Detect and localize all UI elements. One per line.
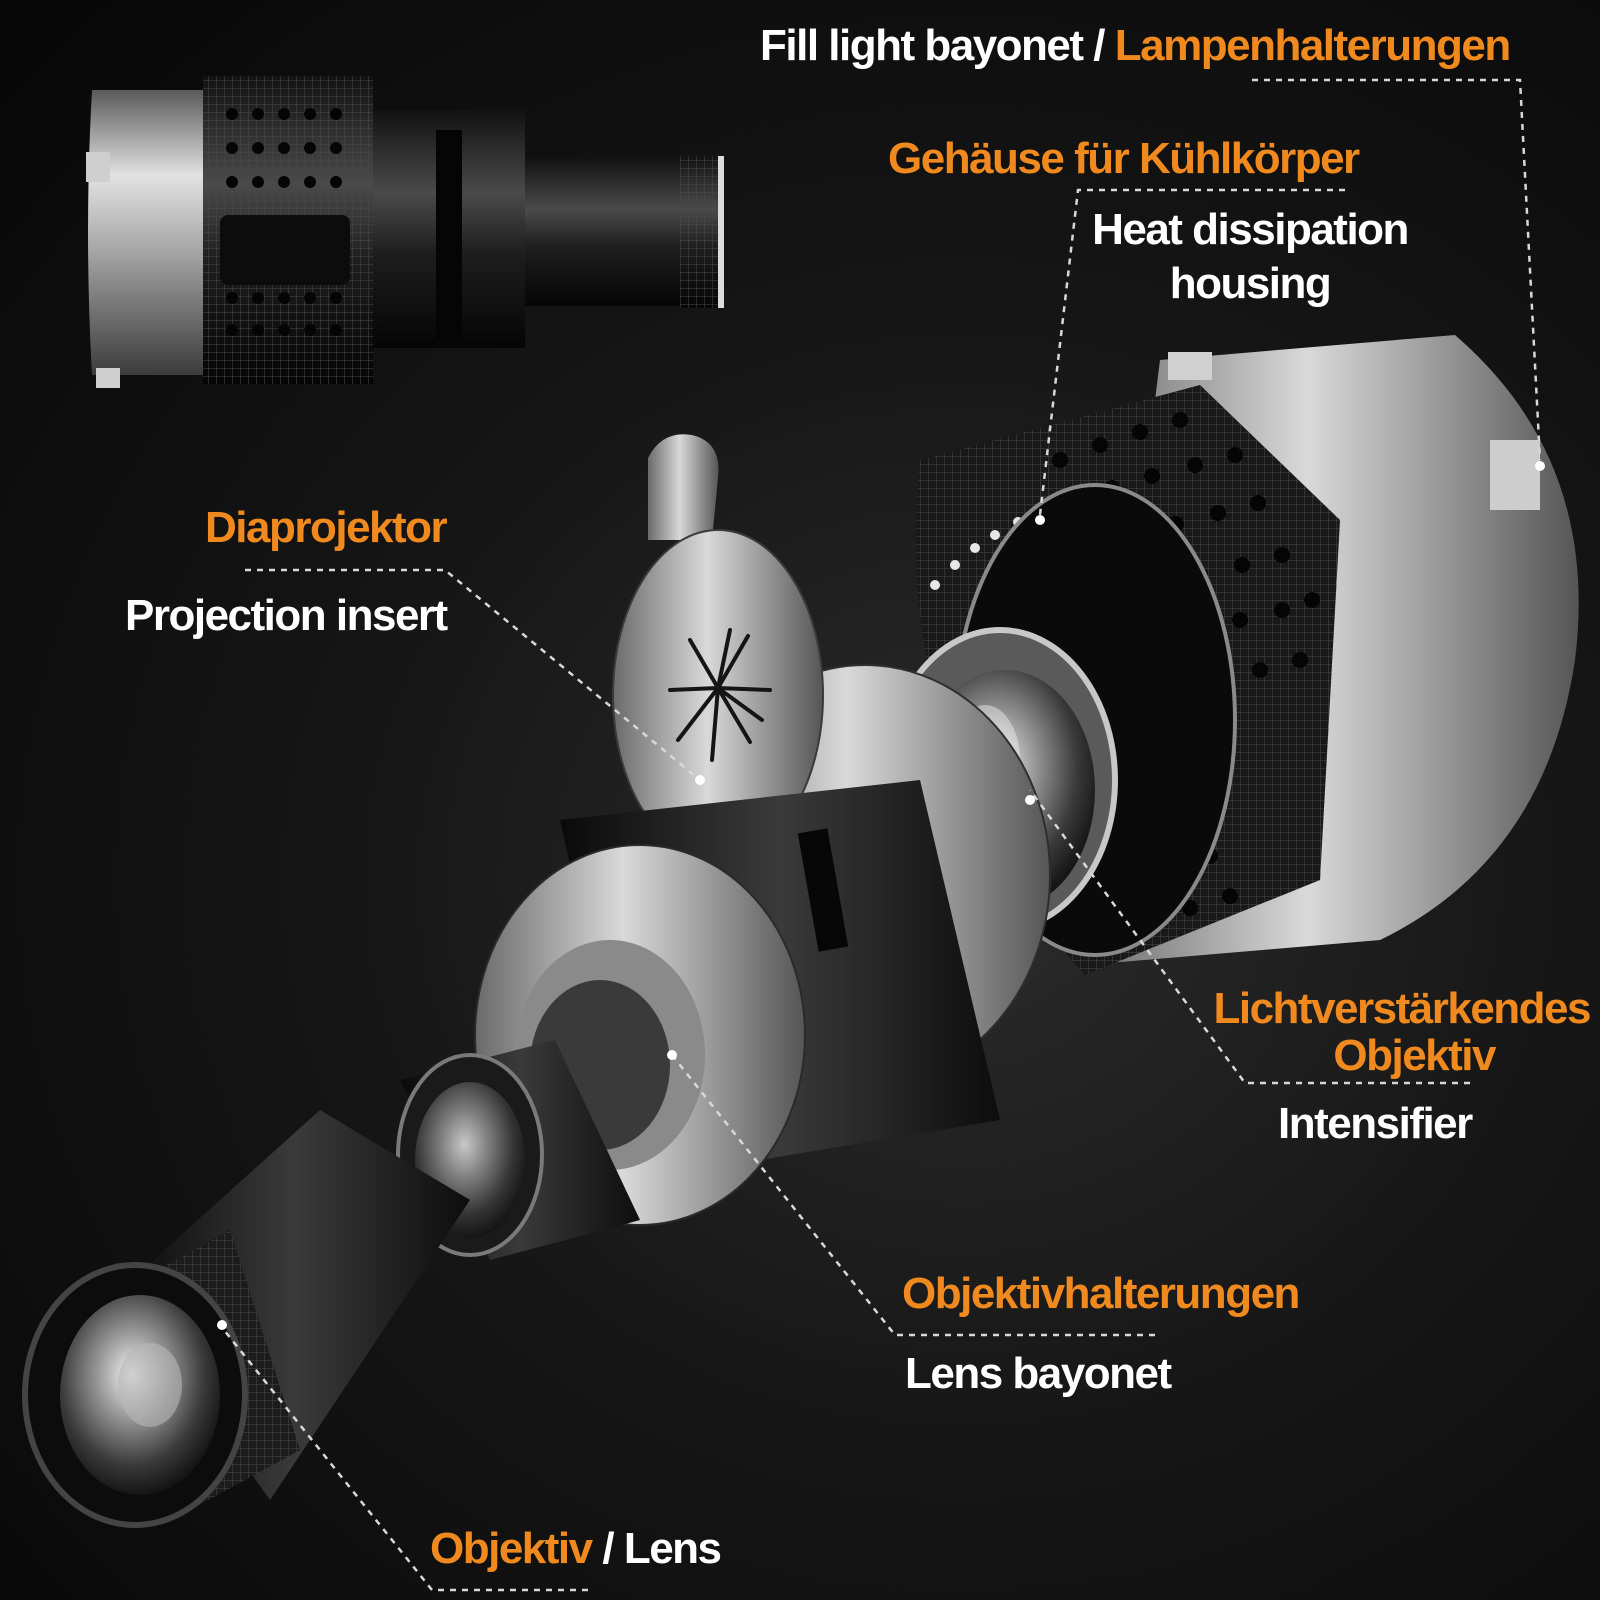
label-projection-en: Projection insert — [125, 591, 448, 640]
projection-insert — [612, 434, 824, 861]
leader-fill-light — [1252, 78, 1542, 461]
leader-dots — [217, 461, 1545, 1330]
leader-lines — [219, 78, 1542, 1592]
label-intensifier-de-line2: Objektiv — [1333, 1031, 1496, 1080]
leader-heat-housing — [1038, 188, 1345, 516]
label-projection-de: Diaprojektor — [205, 503, 448, 552]
label-lens-bayonet-de: Objektivhalterungen — [902, 1269, 1300, 1318]
label-slash-lens: / — [602, 1524, 614, 1573]
leader-lens — [219, 1324, 588, 1592]
label-lens-bayonet-en: Lens bayonet — [905, 1349, 1172, 1398]
label-intensifier-en: Intensifier — [1278, 1099, 1473, 1148]
label-lens-en: Lens — [623, 1524, 722, 1573]
leader-lens-bayonet — [671, 1054, 1155, 1337]
label-intensifier-de-line1: Lichtverstärkendes — [1213, 984, 1591, 1033]
label-slash: / — [1093, 21, 1105, 70]
front-lens — [22, 1110, 470, 1528]
label-heat-de: Gehäuse für Kühlkörper — [888, 134, 1360, 183]
label-fill-light-en: Fill light bayonet — [760, 21, 1084, 70]
leader-intensifier — [1028, 789, 1470, 1085]
label-heat-en-line2: housing — [1169, 259, 1332, 308]
label-lens: Objektiv / Lens — [430, 1524, 722, 1573]
label-lens-de: Objektiv — [430, 1524, 593, 1573]
label-heat-en-line1: Heat dissipation — [1092, 205, 1409, 254]
label-fill-light: Fill light bayonet / Lampenhalterungen — [760, 21, 1512, 70]
assembled-product-image — [86, 76, 724, 388]
label-fill-light-de: Lampenhalterungen — [1114, 21, 1512, 70]
leader-projection — [245, 568, 701, 781]
